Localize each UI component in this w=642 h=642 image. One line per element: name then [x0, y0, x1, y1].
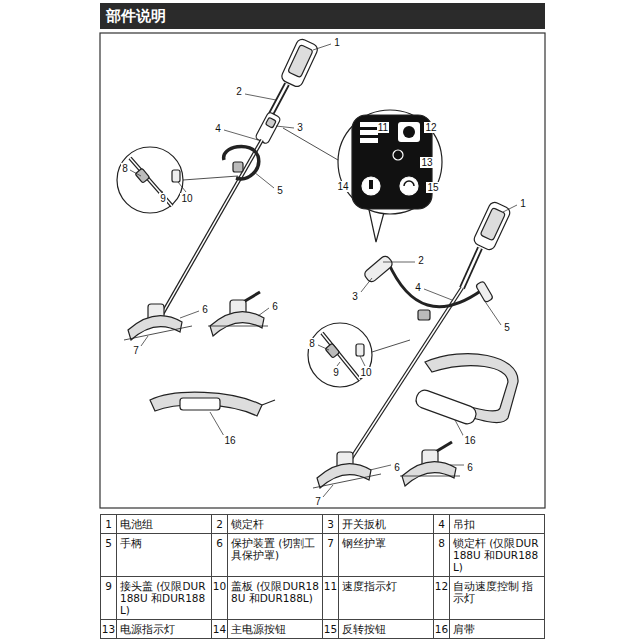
- table-number-cell: 7: [323, 534, 339, 577]
- callout-number: 2: [417, 255, 425, 266]
- table-name-cell: 手柄: [117, 534, 212, 577]
- table-name-cell: 钢丝护罩: [339, 534, 434, 577]
- table-name-cell: 反转按钮: [339, 620, 434, 639]
- callout-number: 3: [351, 291, 359, 302]
- table-name-cell: 肩带: [450, 620, 545, 639]
- table-name-cell: 开关扳机: [339, 515, 434, 534]
- table-name-cell: 保护装置 (切割工具保护罩): [228, 534, 323, 577]
- callout-number: 4: [214, 123, 222, 134]
- callout-number: 16: [223, 435, 236, 446]
- callout-number: 11: [377, 122, 389, 133]
- callout-number: 13: [420, 157, 433, 168]
- callout-number: 5: [503, 322, 511, 333]
- callout-number: 6: [201, 304, 209, 315]
- table-number-cell: 11: [323, 577, 339, 620]
- table-number-cell: 3: [323, 515, 339, 534]
- table-number-cell: 5: [101, 534, 117, 577]
- title-text: 部件说明: [100, 3, 545, 29]
- callout-number: 6: [466, 462, 474, 473]
- callout-number: 7: [314, 496, 322, 507]
- title-band: 部件说明: [100, 3, 545, 29]
- table-name-cell: 接头盖 (仅限DUR188U 和DUR188L): [117, 577, 212, 620]
- callout-number: 5: [276, 185, 284, 196]
- callout-number: 15: [426, 182, 439, 193]
- table-number-cell: 15: [323, 620, 339, 639]
- table-number-cell: 1: [101, 515, 117, 534]
- table-number-cell: 12: [434, 577, 450, 620]
- callout-number: 16: [463, 435, 476, 446]
- callout-number: 12: [424, 122, 437, 133]
- table-name-cell: 电池组: [117, 515, 212, 534]
- table-name-cell: 电源指示灯: [117, 620, 212, 639]
- table-name-cell: 自动速度控制 指示灯: [450, 577, 545, 620]
- table-number-cell: 9: [101, 577, 117, 620]
- table-name-cell: 锁定杆: [228, 515, 323, 534]
- callout-number: 6: [393, 462, 401, 473]
- table-number-cell: 8: [434, 534, 450, 577]
- callout-number: 1: [519, 198, 527, 209]
- callout-number: 2: [235, 86, 243, 97]
- table-number-cell: 10: [212, 577, 228, 620]
- table-name-cell: 吊扣: [450, 515, 545, 534]
- callout-number: 9: [332, 367, 340, 378]
- table-number-cell: 14: [212, 620, 228, 639]
- callout-number: 4: [414, 282, 422, 293]
- callout-number: 8: [308, 338, 316, 349]
- table-number-cell: 16: [434, 620, 450, 639]
- table-name-cell: 锁定杆 (仅限DUR188U 和DUR188L): [450, 534, 545, 577]
- callout-number: 9: [159, 193, 167, 204]
- table-name-cell: 主电源按钮: [228, 620, 323, 639]
- table-number-cell: 2: [212, 515, 228, 534]
- table-name-cell: 速度指示灯: [339, 577, 434, 620]
- table-number-cell: 4: [434, 515, 450, 534]
- callout-number: 10: [359, 367, 372, 378]
- callout-number: 10: [180, 193, 193, 204]
- callout-number: 1: [333, 37, 341, 48]
- table-name-cell: 盖板 (仅限DUR188U 和DUR188L): [228, 577, 323, 620]
- callout-number: 7: [132, 345, 140, 356]
- callout-number: 6: [271, 301, 279, 312]
- callout-number: 14: [336, 181, 349, 192]
- callout-number: 3: [296, 122, 304, 133]
- parts-table: 1电池组2锁定杆3开关扳机4吊扣 5手柄6保护装置 (切割工具保护罩)7钢丝护罩8…: [100, 514, 545, 639]
- table-number-cell: 6: [212, 534, 228, 577]
- table-number-cell: 13: [101, 620, 117, 639]
- callout-number: 8: [121, 163, 129, 174]
